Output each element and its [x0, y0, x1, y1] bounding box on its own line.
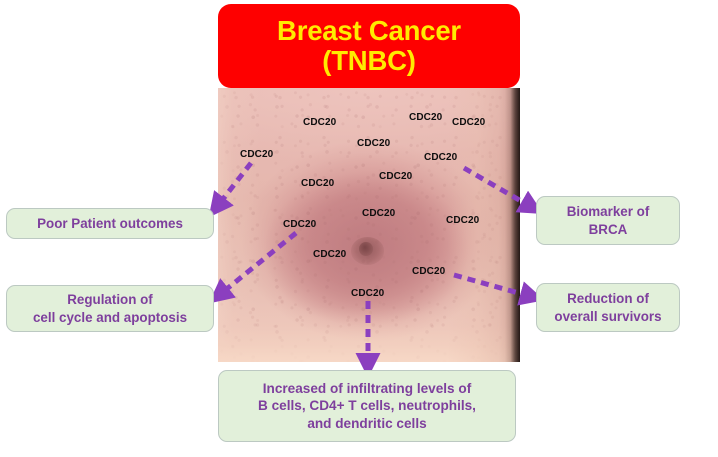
cdc20-marker: CDC20 — [313, 249, 347, 260]
callout-reduction-overall-survivors[interactable]: Reduction of overall survivors — [536, 283, 680, 332]
cdc20-marker: CDC20 — [351, 288, 385, 299]
cdc20-marker: CDC20 — [452, 117, 486, 128]
cdc20-marker: CDC20 — [303, 117, 337, 128]
callout-line: Reduction of — [567, 291, 649, 307]
callout-line: B cells, CD4+ T cells, neutrophils, — [258, 398, 476, 414]
cdc20-marker: CDC20 — [362, 208, 396, 219]
title-line-2: (TNBC) — [322, 45, 416, 76]
callout-biomarker-of-brca[interactable]: Biomarker of BRCA — [536, 196, 680, 245]
cdc20-marker: CDC20 — [409, 112, 443, 123]
cdc20-marker: CDC20 — [357, 138, 391, 149]
callout-line: cell cycle and apoptosis — [32, 309, 188, 325]
cdc20-marker: CDC20 — [283, 219, 317, 230]
callout-line: and dendritic cells — [307, 415, 427, 431]
cdc20-marker: CDC20 — [412, 266, 446, 277]
cdc20-marker: CDC20 — [446, 215, 480, 226]
callout-line: overall survivors — [554, 308, 662, 324]
callout-line: Increased of infiltrating levels of — [262, 380, 472, 396]
callout-line: Poor Patient outcomes — [37, 215, 183, 231]
callout-increased-infiltrating-levels[interactable]: Increased of infiltrating levels of B ce… — [218, 370, 516, 442]
callout-line: Biomarker of — [566, 204, 650, 220]
title-banner: Breast Cancer (TNBC) — [218, 4, 520, 88]
callout-poor-patient-outcomes[interactable]: Poor Patient outcomes — [6, 208, 214, 239]
cdc20-marker: CDC20 — [424, 152, 458, 163]
title-line-1: Breast Cancer — [277, 15, 461, 47]
callout-regulation-cell-cycle[interactable]: Regulation of cell cycle and apoptosis — [6, 285, 214, 332]
photo-nipple — [359, 241, 374, 257]
cdc20-marker: CDC20 — [240, 149, 274, 160]
cdc20-marker: CDC20 — [301, 178, 335, 189]
cdc20-marker: CDC20 — [379, 171, 413, 182]
callout-line: Regulation of — [67, 292, 153, 308]
callout-line: BRCA — [588, 221, 628, 237]
